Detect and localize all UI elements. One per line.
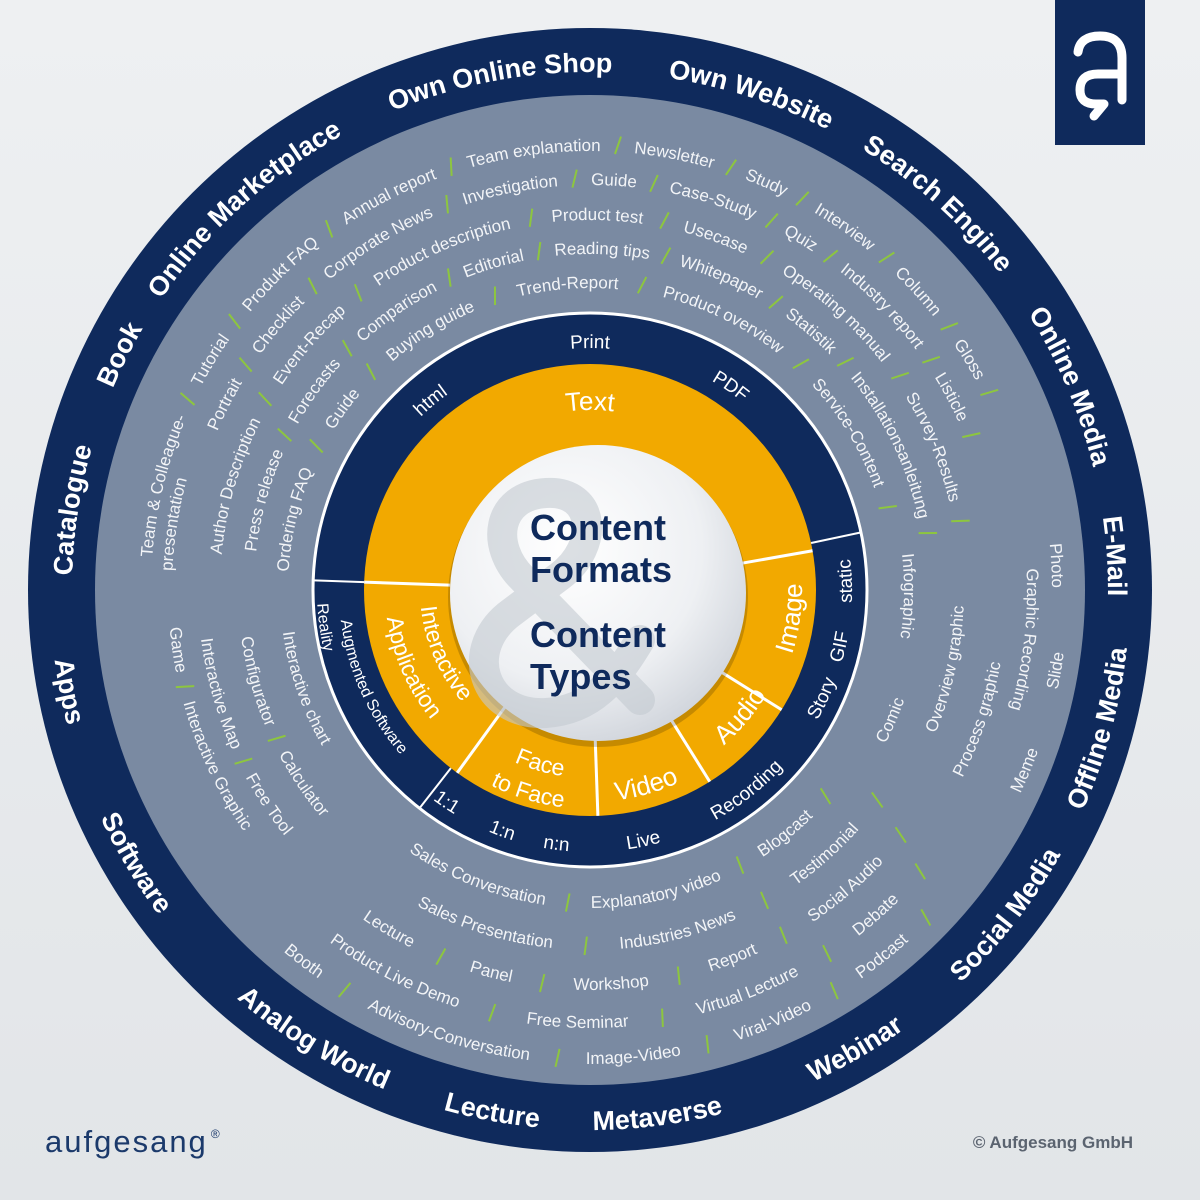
format-label: Reality xyxy=(313,603,337,653)
separator-mark xyxy=(819,787,832,805)
separator-mark xyxy=(871,791,884,809)
center-title-line4: Types xyxy=(530,656,631,697)
separator-mark xyxy=(768,295,784,309)
separator-mark xyxy=(324,219,334,238)
brand-logo-icon xyxy=(1073,31,1127,121)
format-label: static xyxy=(834,558,857,603)
separator-mark xyxy=(564,893,571,912)
separator-mark xyxy=(341,339,353,357)
center-circle xyxy=(450,445,746,741)
content-type-item: Photo xyxy=(1046,542,1067,588)
category-divider xyxy=(364,580,451,587)
separator-mark xyxy=(449,157,453,176)
separator-mark xyxy=(822,249,839,263)
format-text: n:n xyxy=(542,832,570,856)
separator-mark xyxy=(353,283,363,302)
content-type-item: Product test xyxy=(551,205,645,228)
separator-mark xyxy=(277,427,292,442)
separator-mark xyxy=(554,1048,561,1068)
format-label: n:n xyxy=(542,832,570,856)
separator-mark xyxy=(446,268,452,287)
separator-mark xyxy=(309,438,324,454)
separator-mark xyxy=(365,363,377,381)
center-title-line2: Formats xyxy=(530,549,672,590)
format-text: static xyxy=(834,558,857,603)
separator-mark xyxy=(528,208,534,228)
separator-mark xyxy=(660,247,672,265)
separator-mark xyxy=(778,926,788,945)
separator-mark xyxy=(337,982,352,998)
separator-marks xyxy=(175,136,999,1068)
separator-mark xyxy=(878,251,895,264)
separator-mark xyxy=(661,1008,664,1028)
content-type-item: Workshop xyxy=(573,971,650,994)
separator-mark xyxy=(890,371,910,380)
format-divider xyxy=(314,579,365,584)
separator-mark xyxy=(760,891,770,910)
separator-mark xyxy=(614,136,622,155)
channel-label: E-Mail xyxy=(1097,514,1132,596)
separator-mark xyxy=(795,191,810,206)
separator-mark xyxy=(914,862,926,880)
separator-mark xyxy=(636,276,648,294)
separator-mark xyxy=(920,908,932,926)
content-type-item: Free Seminar xyxy=(525,1008,629,1032)
separator-mark xyxy=(940,322,959,331)
format-divider xyxy=(810,531,861,544)
separator-mark xyxy=(829,981,839,1000)
center-title-line3: Content xyxy=(530,614,666,655)
separator-mark xyxy=(583,936,588,956)
separator-mark xyxy=(175,685,195,689)
separator-mark xyxy=(488,1003,497,1022)
format-label: Print xyxy=(570,332,612,354)
separator-mark xyxy=(435,948,447,966)
separator-mark xyxy=(735,856,745,875)
separator-mark xyxy=(759,249,775,265)
brand-badge xyxy=(1055,0,1145,145)
separator-mark xyxy=(539,973,546,993)
format-divider xyxy=(419,767,452,809)
separator-mark xyxy=(238,356,253,373)
center-title-line1: Content xyxy=(530,507,666,548)
image-type-label: Infographic xyxy=(896,552,919,640)
separator-mark xyxy=(649,174,659,193)
category-text: Text xyxy=(564,386,617,418)
separator-mark xyxy=(307,277,318,295)
separator-mark xyxy=(267,734,286,742)
format-text: Reality xyxy=(313,603,337,653)
image-type-label: Photo xyxy=(1046,542,1067,588)
separator-mark xyxy=(536,241,542,261)
ampersand-watermark xyxy=(468,477,655,729)
separator-mark xyxy=(179,392,196,406)
separator-mark xyxy=(725,159,737,176)
separator-mark xyxy=(234,757,253,765)
separator-mark xyxy=(962,432,981,439)
separator-mark xyxy=(894,826,907,844)
separator-mark xyxy=(571,169,578,188)
separator-mark xyxy=(980,388,999,397)
brand-wordmark: aufgesang® xyxy=(45,1124,222,1159)
separator-mark xyxy=(922,355,941,364)
category-divider xyxy=(593,729,600,816)
separator-mark xyxy=(951,519,970,523)
content-type-item: Infographic xyxy=(896,552,919,640)
copyright-text: © Aufgesang GmbH xyxy=(973,1133,1133,1152)
category-text: Text xyxy=(564,386,617,418)
content-type-item: Guide xyxy=(591,170,638,192)
separator-mark xyxy=(705,1034,710,1054)
separator-mark xyxy=(792,358,810,370)
channel-text: E-Mail xyxy=(1097,514,1132,596)
separator-mark xyxy=(445,194,449,214)
separator-mark xyxy=(836,356,855,367)
format-text: Print xyxy=(570,332,612,354)
separator-mark xyxy=(878,504,897,510)
separator-mark xyxy=(258,391,273,407)
separator-mark xyxy=(822,944,833,963)
separator-mark xyxy=(659,211,670,230)
separator-mark xyxy=(228,313,241,330)
separator-mark xyxy=(676,966,681,985)
separator-mark xyxy=(764,213,779,229)
